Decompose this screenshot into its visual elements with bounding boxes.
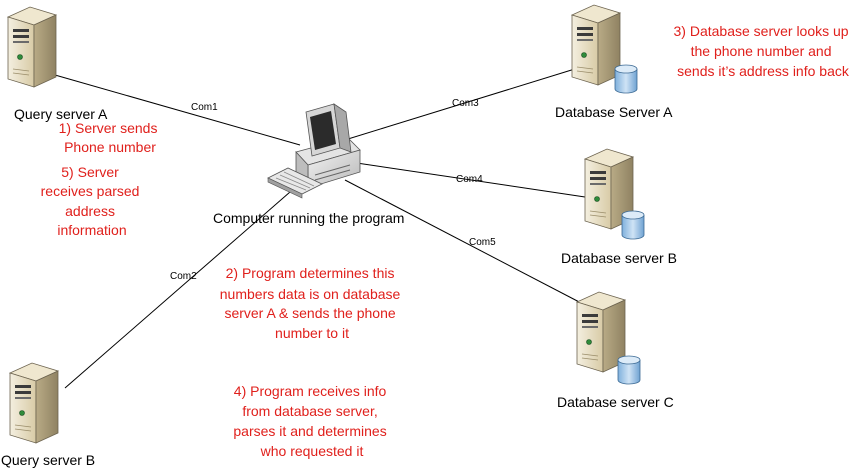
note-step3: 3) Database server looks up the phone nu… [674, 23, 853, 79]
note-step2-line: number to it [275, 325, 349, 341]
com5-label: Com5 [469, 237, 496, 248]
com4-label: Com4 [456, 174, 483, 185]
query-server-b-label: Query server B [1, 452, 95, 468]
database-server-a-label: Database Server A [555, 104, 673, 120]
note-step4-line: parses it and determines [233, 423, 386, 439]
database-server-c-label: Database server C [557, 394, 674, 410]
note-step1-line: Phone number [64, 139, 156, 155]
note-step1: 1) Server sends Phone number [59, 120, 162, 155]
note-step2-line: 2) Program determines this [226, 265, 395, 281]
note-step5-line: address [65, 203, 115, 219]
note-step4: 4) Program receives info from database s… [233, 383, 390, 459]
note-step5: 5) Server receives parsed address inform… [41, 164, 144, 238]
server-tower-icon [7, 6, 57, 88]
computer-label: Computer running the program [213, 210, 404, 226]
database-server-c: Database server C [557, 291, 674, 410]
desktop-computer-icon [267, 103, 361, 199]
note-step4-line: 4) Program receives info [234, 383, 387, 399]
note-step3-line: sends it’s address info back [677, 63, 850, 79]
note-step5-line: information [57, 222, 126, 238]
connection-lines [54, 67, 586, 389]
query-server-b: Query server B [1, 362, 95, 468]
note-step5-line: 5) Server [61, 164, 119, 180]
database-server-b-label: Database server B [561, 250, 677, 266]
note-step2: 2) Program determines this numbers data … [220, 265, 404, 341]
note-step4-line: from database server, [242, 403, 377, 419]
com1-line [54, 74, 301, 146]
note-step2-line: server A & sends the phone [224, 305, 395, 321]
com3-line [334, 67, 579, 144]
com4-line [349, 161, 586, 198]
note-step3-line: 3) Database server looks up [674, 23, 849, 39]
database-cylinder-icon [614, 64, 638, 94]
com5-line [344, 179, 586, 306]
server-tower-icon [571, 4, 621, 86]
note-step4-line: who requested it [260, 443, 364, 459]
note-step3-line: the phone number and [691, 43, 832, 59]
computer: Computer running the program [213, 103, 404, 226]
query-server-a-label: Query server A [14, 106, 108, 122]
database-server-a: Database Server A [555, 4, 673, 120]
com2-label: Com2 [170, 271, 197, 282]
connection-labels: Com1 Com2 Com3 Com4 Com5 [170, 98, 496, 282]
note-step5-line: receives parsed [41, 183, 140, 199]
note-step1-line: 1) Server sends [59, 120, 158, 136]
com3-label: Com3 [452, 98, 479, 109]
database-cylinder-icon [621, 210, 645, 240]
note-step2-line: numbers data is on database [220, 286, 401, 302]
query-server-a: Query server A [7, 6, 108, 122]
com2-line [64, 191, 291, 389]
com1-label: Com1 [191, 102, 218, 113]
database-cylinder-icon [617, 355, 641, 385]
server-tower-icon [9, 362, 59, 444]
database-server-b: Database server B [561, 148, 677, 266]
